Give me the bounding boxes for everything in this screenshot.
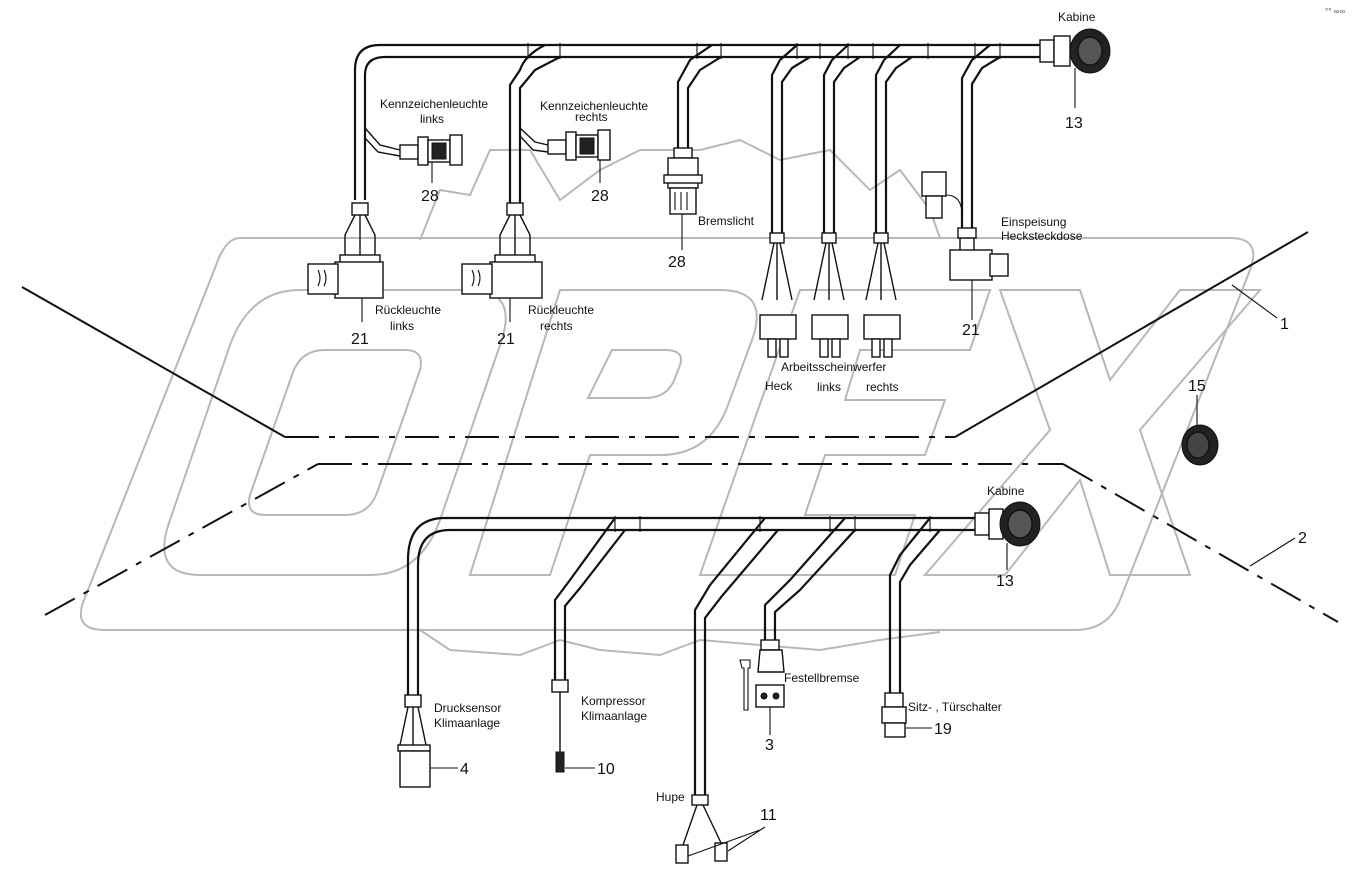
label-rueck-links-1: Rückleuchte (375, 303, 441, 317)
label-rueck-rechts-2: rechts (540, 319, 573, 333)
branch-sitz (888, 517, 931, 695)
cabin-trunk-inner (416, 528, 975, 695)
branch-einspeisung (960, 44, 991, 228)
label-kennz-links-1: Kennzeichenleuchte (380, 97, 488, 111)
branch-kennz-links (364, 127, 401, 151)
label-kabine-top: Kabine (1058, 10, 1096, 24)
watermark-cog-bottom (419, 629, 941, 657)
callout-21-c: 21 (962, 322, 980, 339)
label-links: links (817, 380, 841, 394)
cabin-harness (397, 395, 1219, 864)
branch-work-heck (770, 44, 798, 235)
horn-connector (675, 794, 766, 864)
cabin-plug-15 (1181, 395, 1219, 466)
label-einspeisung-1: Einspeisung (1001, 215, 1066, 229)
label-rueck-rechts-1: Rückleuchte (528, 303, 594, 317)
cabin-connector-top-body (1053, 35, 1071, 67)
label-festell: Festellbremse (784, 671, 860, 685)
label-heck: Heck (765, 379, 793, 393)
work-light-heck-connector (759, 232, 797, 358)
label-arbeits: Arbeitsscheinwerfer (781, 360, 886, 374)
label-rechts: rechts (866, 380, 899, 394)
label-hupe: Hupe (656, 790, 685, 804)
labels: °° ∞∞ Kabine Kennzeichenleuchte links Ke… (375, 7, 1345, 804)
label-druck-1: Drucksensor (434, 701, 501, 715)
pressure-sensor-connector (397, 694, 458, 788)
work-light-links-connector (811, 232, 849, 358)
label-druck-2: Klimaanlage (434, 716, 500, 730)
watermark-letter-x (922, 289, 1263, 576)
callout-15: 15 (1188, 378, 1206, 395)
rear-trunk-inner (363, 55, 1040, 200)
cabin-trunk (406, 516, 975, 695)
socket-feed-connector (921, 171, 1009, 320)
label-einspeisung-2: Hecksteckdose (1001, 229, 1083, 243)
callout-3: 3 (765, 737, 774, 754)
branch-bremslicht (676, 44, 713, 148)
branch-festell (763, 517, 846, 640)
watermark-letter-p (468, 289, 758, 576)
watermark-letter-e (698, 289, 992, 576)
label-sitz: Sitz- , Türschalter (908, 700, 1002, 714)
leader-1 (1231, 284, 1278, 319)
label-bremslicht: Bremslicht (698, 214, 755, 228)
branch-kennz-rechts (519, 127, 549, 146)
license-light-right-connector (547, 129, 611, 183)
callout-11: 11 (760, 807, 777, 824)
outline-line-1-left (21, 286, 286, 438)
label-kennz-rechts-2: rechts (575, 110, 608, 124)
seat-door-switch-connector (881, 692, 932, 738)
callout-19: 19 (934, 721, 952, 738)
label-kennz-links-2: links (420, 112, 444, 126)
watermark-frame (79, 237, 1255, 631)
outline-line-2-right (1062, 463, 1339, 623)
branch-kompressor (553, 517, 616, 680)
branch-hupe (693, 517, 766, 795)
branch-work-rechts (874, 44, 901, 235)
leader-2 (1249, 537, 1296, 567)
callout-21-b: 21 (497, 331, 515, 348)
cabin-connector-bottom-sleeve (974, 512, 990, 536)
callout-numbers: 13 28 28 28 21 21 21 1 15 2 13 3 19 4 10… (351, 115, 1307, 824)
label-kabine-bottom: Kabine (987, 484, 1025, 498)
callout-13-bottom: 13 (996, 573, 1014, 590)
callout-1: 1 (1280, 316, 1289, 333)
callout-28-b: 28 (591, 188, 609, 205)
watermark (79, 138, 1263, 657)
rear-trunk (353, 43, 1040, 200)
callout-10: 10 (597, 761, 615, 778)
callout-2: 2 (1298, 530, 1307, 547)
license-light-left-connector (399, 134, 463, 183)
brake-light-connector (663, 147, 703, 250)
outline-line-1-right (954, 231, 1309, 438)
rear-harness (307, 28, 1111, 358)
tail-light-right (461, 202, 543, 322)
branch-work-links (822, 44, 849, 235)
branch-rueck-rechts (508, 44, 546, 205)
tail-light-left (307, 202, 384, 322)
outline-line-2-left (44, 463, 319, 616)
callout-4: 4 (460, 761, 469, 778)
parking-brake-connector (739, 639, 785, 735)
callout-28-a: 28 (421, 188, 439, 205)
callout-28-c: 28 (668, 254, 686, 271)
cabin-connector-top-sleeve (1039, 39, 1055, 63)
corner-mark: °° ∞∞ (1325, 7, 1345, 16)
label-kennz-rechts-1: Kennzeichenleuchte (540, 99, 648, 113)
label-kompr-2: Klimaanlage (581, 709, 647, 723)
chassis-outline-lines (21, 231, 1339, 623)
compressor-connector (551, 679, 595, 773)
label-rueck-links-2: links (390, 319, 414, 333)
callout-13-top: 13 (1065, 115, 1083, 132)
callout-21-a: 21 (351, 331, 369, 348)
watermark-letter-o (163, 289, 507, 576)
label-kompr-1: Kompressor (581, 694, 646, 708)
work-light-rechts-connector (863, 232, 901, 358)
